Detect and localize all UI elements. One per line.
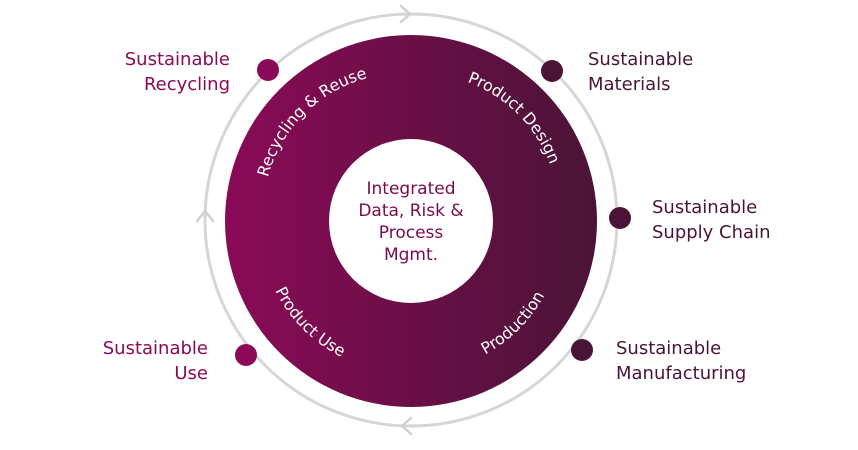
center-line-3: Process (378, 223, 444, 243)
chevron-left-icon (400, 416, 413, 436)
dot-sustainable-supply-chain (609, 207, 631, 229)
center-line-4: Mgmt. (383, 245, 439, 265)
dot-sustainable-manufacturing (571, 339, 593, 361)
label-sustainable-supply-chain: Sustainable Supply Chain (652, 197, 771, 243)
chevron-right-icon (399, 4, 412, 24)
center-line-1: Integrated (366, 179, 456, 199)
center-disc (329, 139, 493, 303)
center-label: Integrated Data, Risk & Process Mgmt. (331, 178, 491, 266)
label-sustainable-materials: Sustainable Materials (588, 49, 694, 95)
label-sustainable-manufacturing: Sustainable Manufacturing (616, 338, 747, 384)
dot-sustainable-materials (541, 60, 563, 82)
dot-sustainable-recycling (257, 59, 279, 81)
center-line-2: Data, Risk & (358, 201, 464, 221)
chevron-up-icon (195, 209, 215, 223)
dot-sustainable-use (235, 344, 257, 366)
label-sustainable-use: Sustainable Use (102, 338, 208, 384)
label-sustainable-recycling: Sustainable Recycling (124, 49, 230, 95)
